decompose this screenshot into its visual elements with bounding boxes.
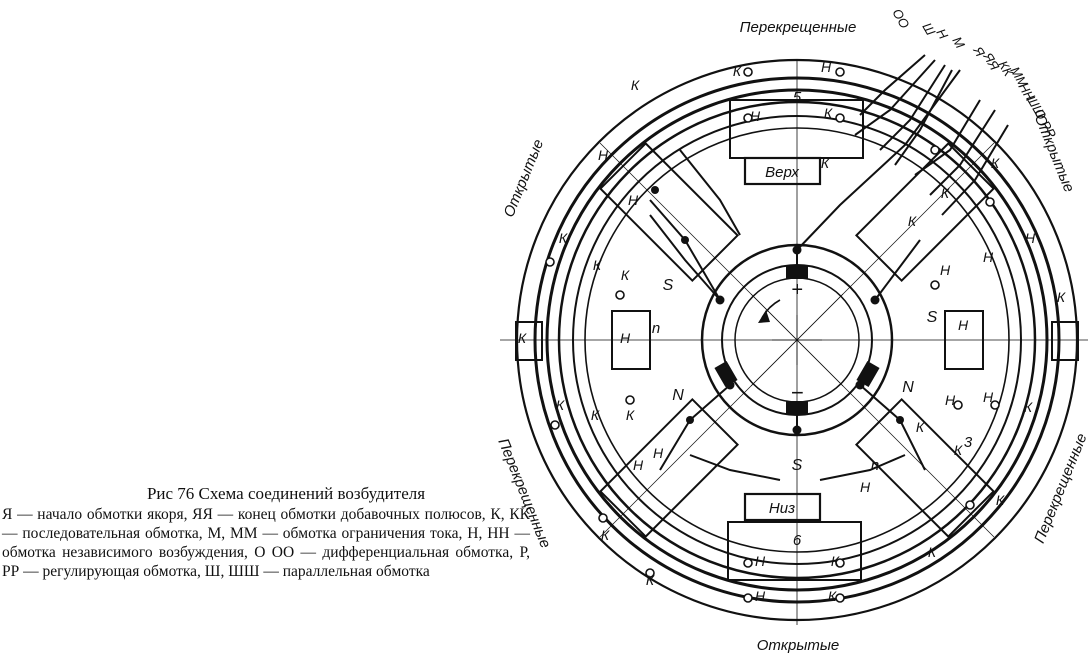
label-bottom: Открытые bbox=[757, 637, 840, 654]
coil-letter: Н bbox=[1025, 230, 1036, 246]
pole-bottom bbox=[727, 521, 862, 581]
rotation-arrowhead-icon bbox=[758, 310, 770, 323]
coil-letter: Н bbox=[755, 588, 766, 604]
box-bottom-label: Низ bbox=[769, 500, 795, 517]
box-bottom bbox=[743, 492, 822, 522]
brush-sign-minus: − bbox=[791, 380, 804, 405]
pole-sw bbox=[599, 397, 740, 538]
coil-letter: Н bbox=[983, 389, 994, 405]
pole-left bbox=[611, 310, 651, 370]
brush-plus bbox=[786, 265, 808, 279]
pole-se bbox=[854, 397, 995, 538]
coil-letter: К bbox=[1024, 399, 1033, 415]
pole-right bbox=[944, 310, 984, 370]
center-star bbox=[750, 293, 844, 387]
coil-letter: К bbox=[621, 267, 630, 283]
pole-nw bbox=[599, 142, 740, 283]
coil-letter: К bbox=[631, 77, 640, 93]
coil-letter: Н bbox=[983, 249, 994, 265]
coil-letter: Н bbox=[755, 553, 766, 569]
pole-letter-n-small-bottom: n bbox=[871, 457, 879, 474]
excitation-wiring-diagram: Перекрещенные Открытые Открытые Открытые… bbox=[494, 6, 1090, 654]
pole-letter-s-right: S bbox=[927, 309, 938, 326]
coil-letter: К bbox=[646, 572, 655, 588]
label-left-upper: Открытые bbox=[500, 137, 547, 220]
figure-caption: Рис 76 Схема соединений возбудителя Я — … bbox=[2, 484, 530, 581]
caption-title: Рис 76 Схема соединений возбудителя bbox=[146, 484, 426, 503]
terminal-label-m: М bbox=[949, 34, 967, 51]
outer-box-right bbox=[1051, 321, 1079, 361]
coil-letter: Н bbox=[821, 59, 832, 75]
coil-letter: К bbox=[824, 105, 833, 121]
coil-letter: К bbox=[928, 544, 937, 560]
pole-letter-n-small-left: n bbox=[652, 320, 660, 337]
coil-letter: Н bbox=[598, 147, 609, 163]
terminal-label-oo: ОО bbox=[889, 6, 912, 31]
coil-letter: К bbox=[591, 407, 600, 423]
pole-ne bbox=[854, 142, 995, 283]
coil-letter: К bbox=[828, 588, 837, 604]
pole-letter-s-left: S bbox=[663, 277, 674, 294]
coil-letter: К bbox=[831, 553, 840, 569]
box-top bbox=[743, 156, 822, 186]
coil-letter: Н bbox=[628, 192, 639, 208]
coil-letter: Н bbox=[620, 330, 631, 346]
pole-number-5: 5 bbox=[793, 89, 802, 106]
coil-letter: К bbox=[916, 419, 925, 435]
coil-letter: К bbox=[733, 63, 742, 79]
coil-letter: К bbox=[821, 155, 830, 171]
caption-body: Я — начало обмотки якоря, ЯЯ — конец обм… bbox=[2, 506, 530, 580]
terminal-circles bbox=[545, 67, 1000, 603]
coil-letter: К bbox=[601, 527, 610, 543]
pole-number-6: 6 bbox=[793, 532, 802, 549]
brush-minus bbox=[786, 401, 808, 415]
coil-letter: Н bbox=[653, 445, 664, 461]
coil-letter: К bbox=[518, 330, 527, 346]
pole-number-3: 3 bbox=[964, 434, 973, 451]
coil-letter: К bbox=[908, 213, 917, 229]
label-top: Перекрещенные bbox=[740, 19, 857, 36]
coil-letter: К bbox=[954, 442, 963, 458]
brush-sign-plus: + bbox=[791, 279, 803, 301]
coil-letter: К bbox=[559, 230, 568, 246]
pole-letter-s-bottom: S bbox=[792, 457, 803, 474]
coil-letter: К bbox=[556, 397, 565, 413]
pole-letter-n-left: N bbox=[672, 387, 684, 404]
coil-letter: Н bbox=[750, 108, 761, 124]
label-right-lower: Перекрещенные bbox=[1031, 431, 1090, 546]
coil-letter: Н bbox=[860, 479, 871, 495]
coil-letter: Н bbox=[940, 262, 951, 278]
coil-letter: К bbox=[1057, 289, 1066, 305]
coil-letter: К bbox=[593, 257, 602, 273]
junction-dots bbox=[651, 186, 904, 435]
coil-letter: К bbox=[991, 155, 1000, 171]
outer-box-left bbox=[515, 321, 543, 361]
coil-letter: Н bbox=[945, 392, 956, 408]
coil-letter: Н bbox=[958, 317, 969, 333]
coil-letter: К bbox=[626, 407, 635, 423]
pole-letter-n-right: N bbox=[902, 379, 914, 396]
coil-letter: К bbox=[996, 492, 1005, 508]
coil-letter: Н bbox=[633, 457, 644, 473]
box-top-label: Верх bbox=[765, 164, 799, 181]
coil-letter: К bbox=[941, 185, 950, 201]
